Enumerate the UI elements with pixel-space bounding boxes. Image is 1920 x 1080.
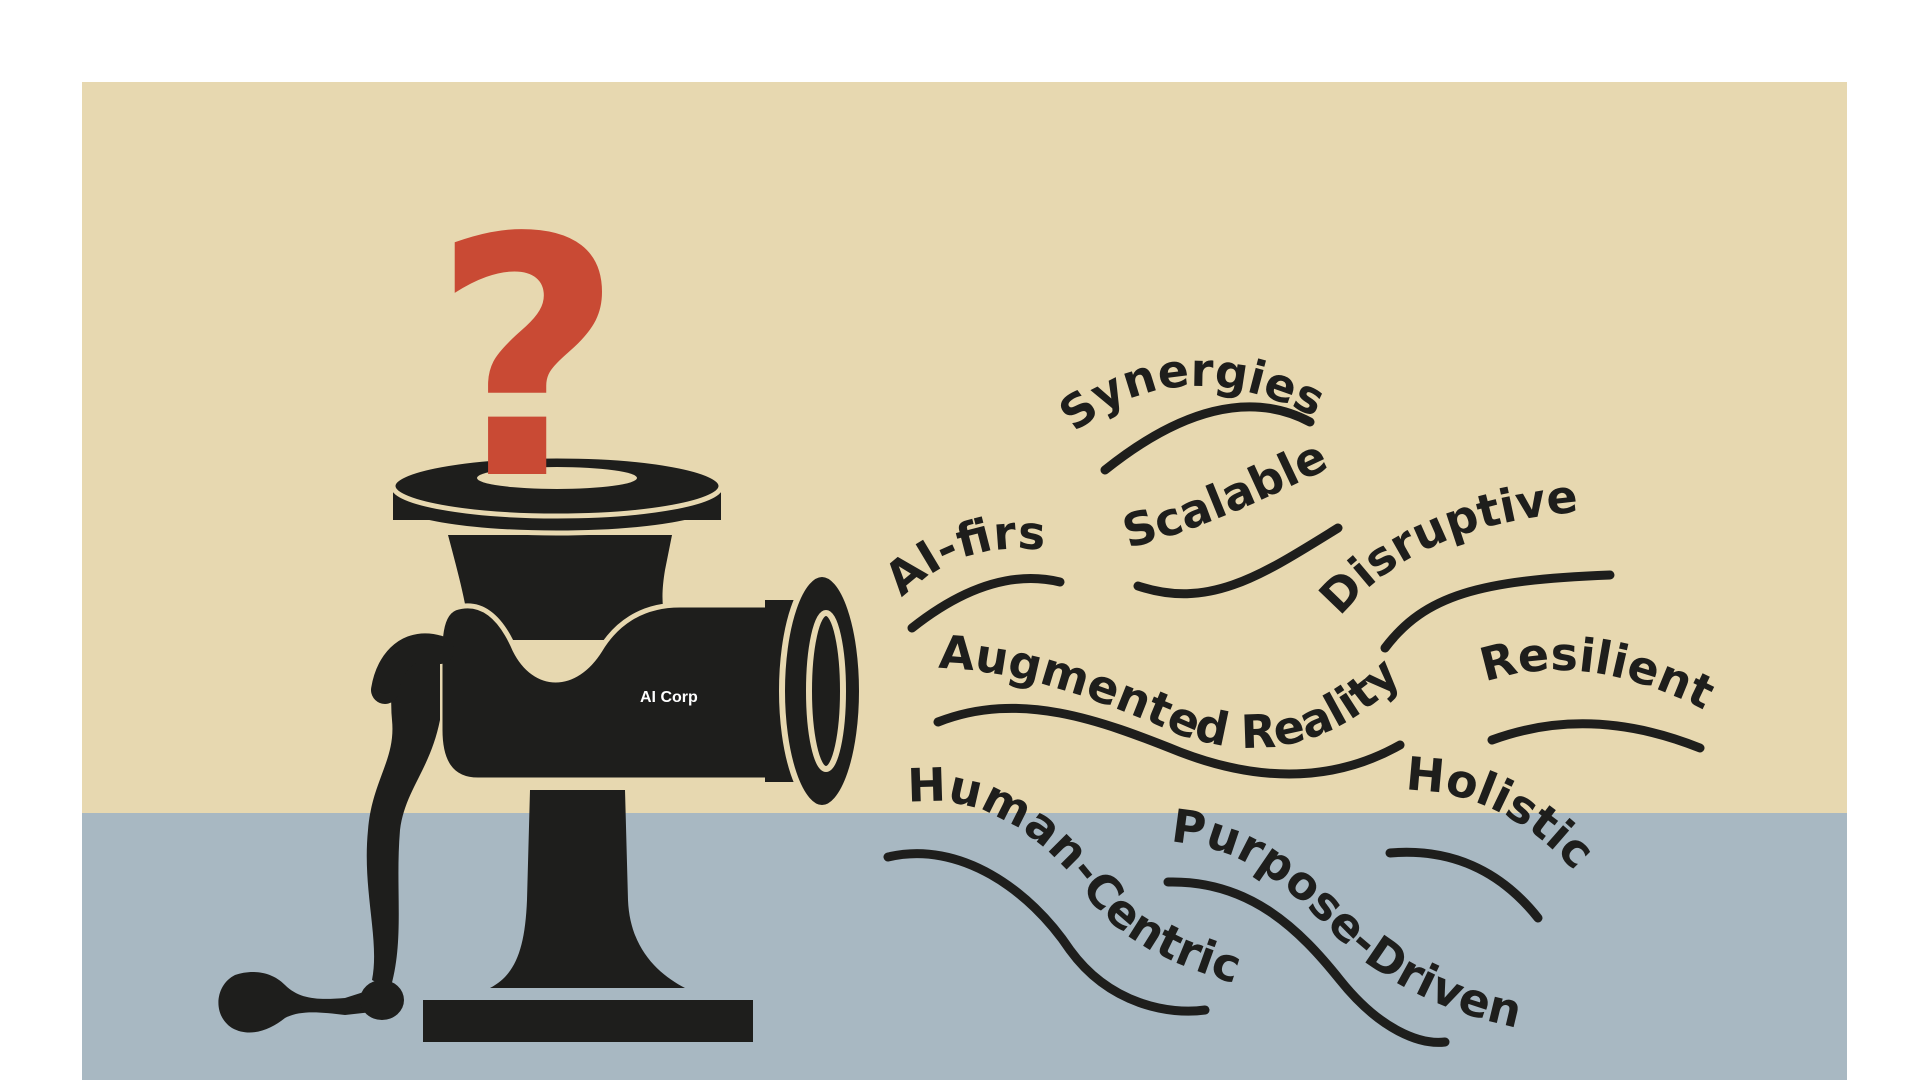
flow-lines bbox=[883, 402, 1705, 1047]
meat-grinder-icon: AI Corp bbox=[218, 453, 865, 1042]
grinder-base bbox=[423, 1000, 753, 1042]
grinder-crank bbox=[366, 640, 440, 990]
crank-handle bbox=[218, 972, 372, 1033]
brand-label: AI Corp bbox=[640, 689, 698, 706]
grinder-stand bbox=[490, 790, 685, 988]
grinder-hopper bbox=[448, 535, 675, 640]
wall-background bbox=[82, 82, 1847, 813]
question-mark-icon: ? bbox=[432, 168, 623, 552]
